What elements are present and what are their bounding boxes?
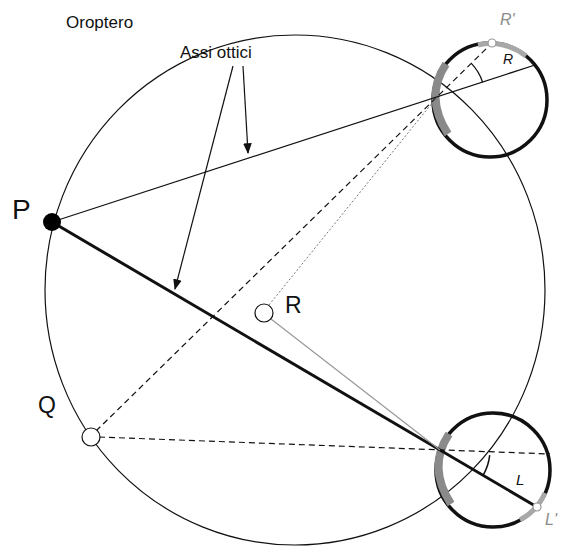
right-eye <box>433 43 547 157</box>
pointer-arrow <box>243 66 248 153</box>
fixation-point <box>43 213 61 231</box>
horopter-ellipse <box>45 35 545 545</box>
angle-arc <box>483 455 490 475</box>
thin-line <box>271 319 440 450</box>
point-label: Q <box>38 394 56 417</box>
angle-label: R <box>503 52 513 66</box>
retina-label: R' <box>500 12 515 28</box>
angle-arc <box>471 63 482 82</box>
pointer-arrow <box>175 66 233 289</box>
cornea <box>435 64 448 134</box>
dashed-line <box>99 437 550 454</box>
retina-point <box>533 503 541 511</box>
left-eye <box>436 413 550 527</box>
retina-label: L' <box>545 512 557 528</box>
retina-arc <box>520 493 545 520</box>
retina-point <box>488 39 496 47</box>
cornea <box>438 434 451 504</box>
point-circle <box>82 428 100 446</box>
point-circle <box>255 304 273 322</box>
dashed-line <box>96 43 492 431</box>
point-label: R <box>285 294 302 317</box>
axis-label: Assi ottici <box>180 44 252 61</box>
dotted-line <box>269 97 437 305</box>
angle-label: L <box>516 472 524 487</box>
point-label: P <box>12 196 31 224</box>
optic-axis <box>52 65 535 222</box>
diagram-title-label: Oroptero <box>66 14 133 31</box>
optic-axis <box>52 222 537 507</box>
